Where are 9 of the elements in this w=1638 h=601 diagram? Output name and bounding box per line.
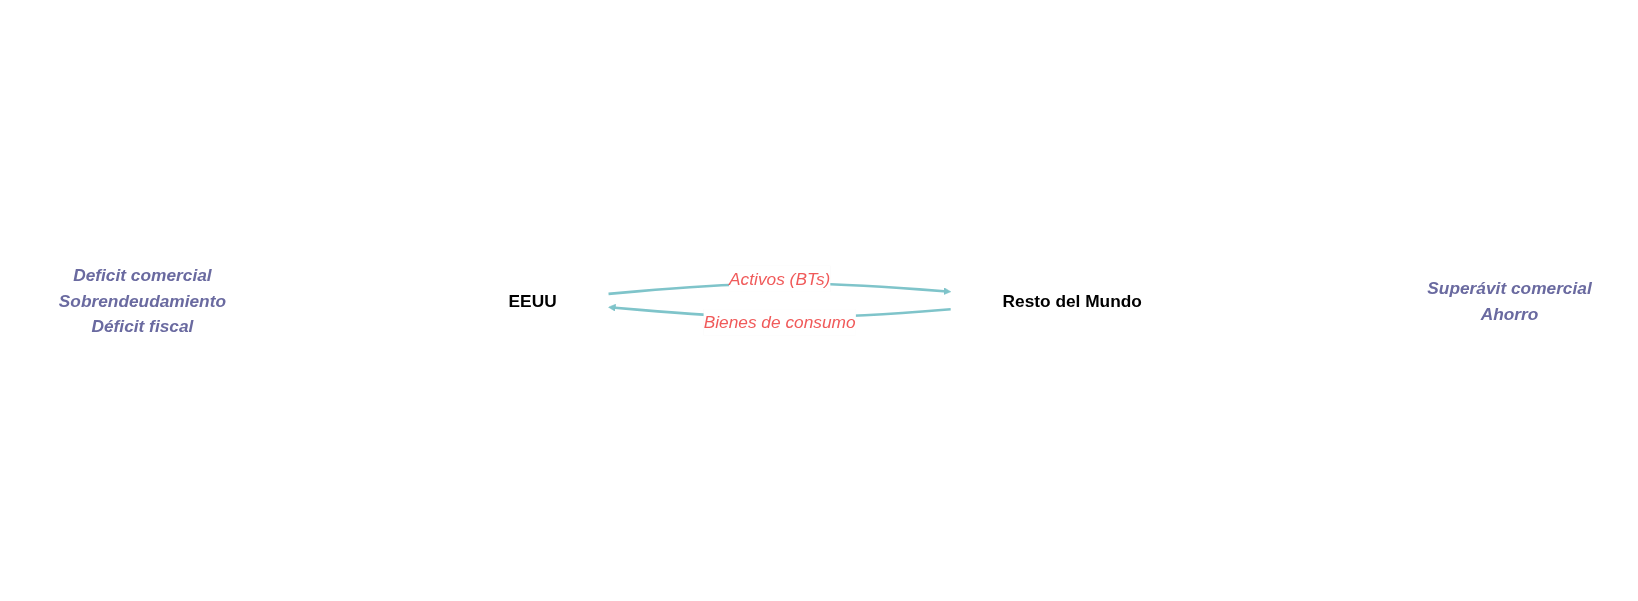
node-text: EEUU bbox=[508, 290, 557, 311]
node-text: Resto del Mundo bbox=[1002, 290, 1142, 311]
edge-label: Bienes de consumo bbox=[703, 312, 856, 332]
node-label: Déficit fiscal bbox=[91, 316, 194, 336]
node-label: Deficit comercial bbox=[73, 265, 212, 285]
node-label: Superávit comercial bbox=[1427, 278, 1592, 298]
node-label: Sobrendeudamiento bbox=[58, 290, 227, 311]
node-label: Ahorro bbox=[1480, 303, 1539, 323]
edge-label: Activos (BTs) bbox=[729, 269, 831, 289]
